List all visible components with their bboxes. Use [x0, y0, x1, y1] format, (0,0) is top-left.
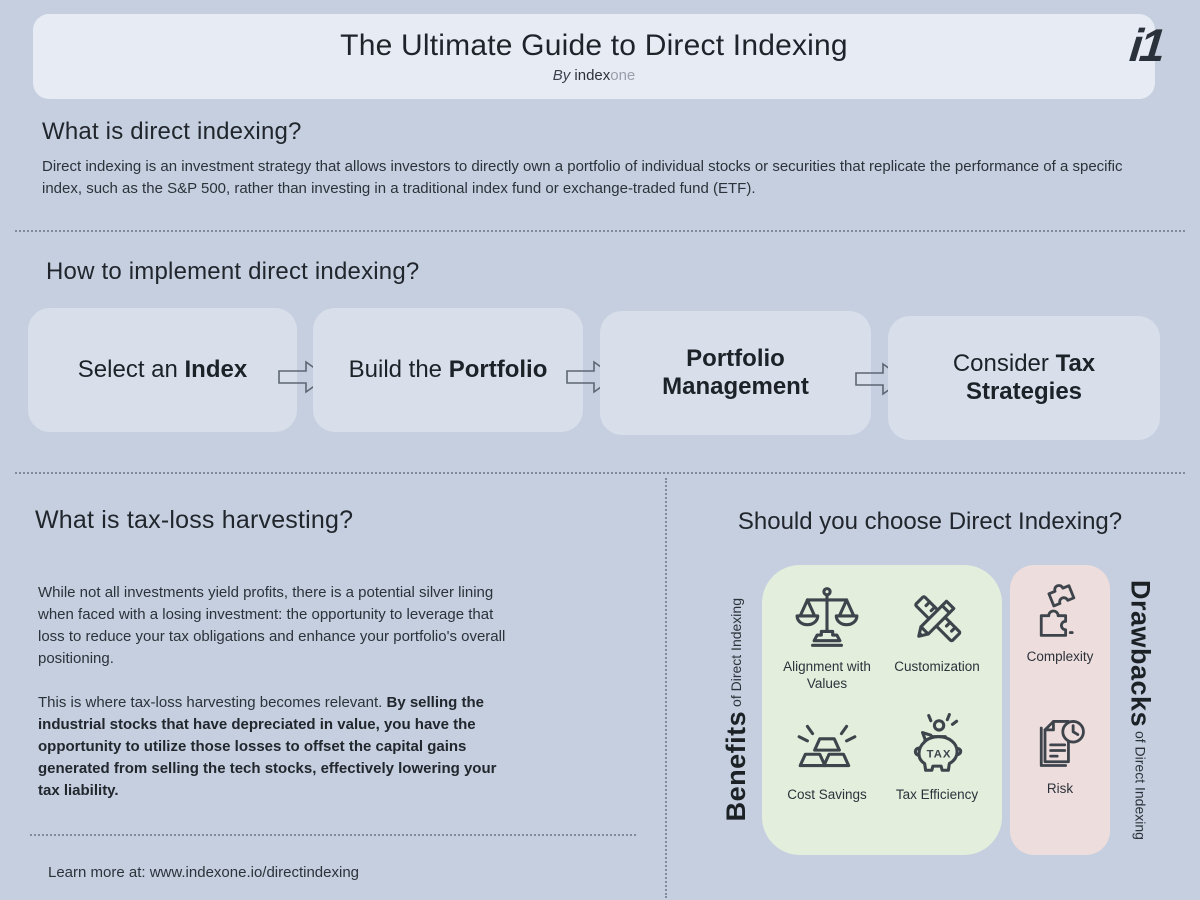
piggy-bank-tax-icon: TAX [904, 713, 970, 779]
step-box-build-portfolio: Build the Portfolio [313, 308, 583, 432]
document-clock-icon [1030, 713, 1090, 773]
step-label: Consider Tax Strategies [952, 350, 1096, 405]
step-label: Portfolio Management [662, 345, 809, 400]
drawback-label: Risk [1046, 781, 1074, 796]
drawbacks-title: Drawbacks [1125, 580, 1156, 728]
benefit-label: Cost Savings [787, 787, 867, 802]
brand-name: index [574, 67, 611, 84]
drawbacks-subtitle: of Direct Indexing [1132, 727, 1149, 840]
benefit-item-cost-savings: Cost Savings [772, 713, 882, 841]
benefit-item-customization: Customization [882, 585, 992, 713]
benefit-item-tax-efficiency: TAX Tax Efficiency [882, 713, 992, 841]
benefits-title: Benefits [720, 711, 751, 822]
benefit-label: Alignment with Values [783, 659, 871, 691]
indexone-logo-icon: i1 [1127, 19, 1166, 71]
step-box-portfolio-management: Portfolio Management [600, 311, 871, 435]
tax-loss-paragraph-1: While not all investments yield profits,… [38, 584, 506, 667]
ruler-pencil-icon [904, 585, 970, 651]
benefit-item-alignment: Alignment with Values [772, 585, 882, 713]
footer-divider [30, 834, 636, 836]
tax-loss-heading: What is tax-loss harvesting? [35, 506, 354, 534]
page-title: The Ultimate Guide to Direct Indexing [340, 29, 848, 62]
gold-bars-icon [794, 713, 860, 779]
tax-loss-paragraph-2: This is where tax-loss harvesting become… [38, 694, 497, 799]
drawback-item-risk: Risk [1014, 713, 1106, 845]
how-to-heading: How to implement direct indexing? [46, 258, 420, 285]
choose-heading: Should you choose Direct Indexing? [737, 508, 1123, 535]
byline: By indexone [33, 67, 1155, 84]
what-is-heading: What is direct indexing? [42, 118, 302, 145]
divider-vertical [665, 478, 667, 898]
drawbacks-panel: Complexity Risk [1010, 565, 1110, 855]
divider-top [15, 230, 1185, 232]
header-card: The Ultimate Guide to Direct Indexing By… [33, 14, 1155, 99]
footer-link[interactable]: Learn more at: www.indexone.io/directind… [48, 864, 360, 881]
byline-by: By [552, 67, 575, 84]
svg-text:TAX: TAX [927, 748, 952, 760]
benefits-subtitle: of Direct Indexing [727, 598, 744, 712]
drawback-label: Complexity [1026, 649, 1094, 664]
benefit-label: Tax Efficiency [895, 787, 979, 802]
benefits-vertical-label: Benefits of Direct Indexing [712, 565, 760, 855]
divider-middle [15, 472, 1185, 474]
balance-scale-icon [794, 585, 860, 651]
brand-suffix: one [610, 67, 636, 84]
drawbacks-vertical-label: Drawbacks of Direct Indexing [1114, 565, 1166, 855]
benefit-label: Customization [894, 659, 980, 674]
step-box-tax-strategies: Consider Tax Strategies [888, 316, 1160, 440]
what-is-body: Direct indexing is an investment strateg… [42, 158, 1123, 197]
step-label: Build the Portfolio [348, 356, 548, 383]
drawback-item-complexity: Complexity [1014, 581, 1106, 713]
step-box-select-index: Select an Index [28, 308, 297, 432]
step-label: Select an Index [77, 356, 248, 383]
benefits-panel: Alignment with Values Customization [762, 565, 1002, 855]
puzzle-icon [1030, 581, 1090, 641]
